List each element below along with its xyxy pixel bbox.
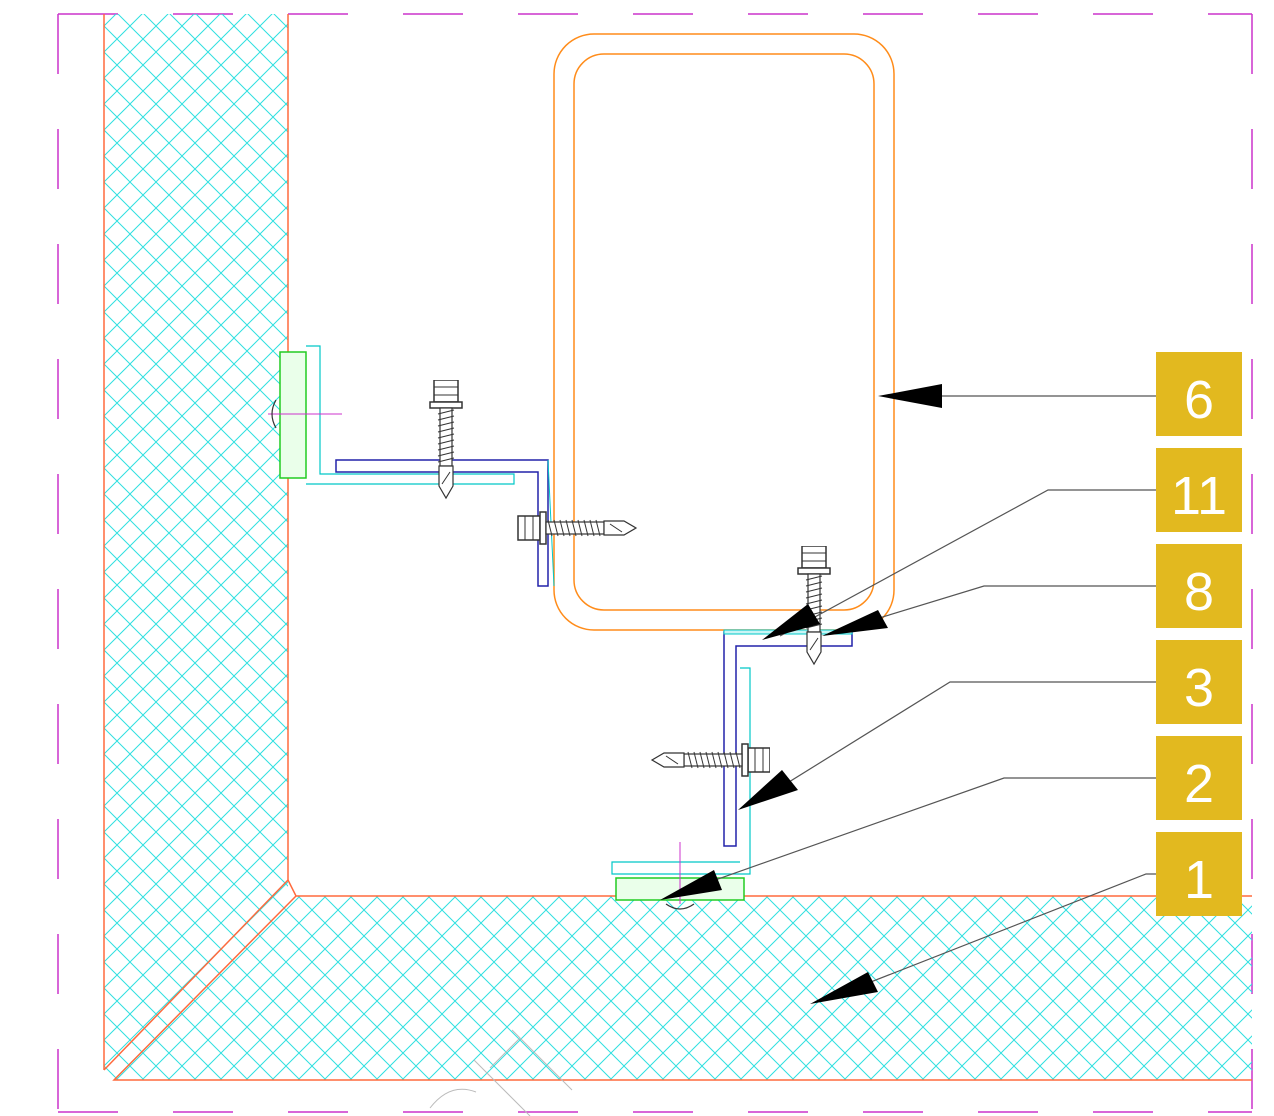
callout-label: 2 xyxy=(1184,754,1214,814)
steel-tube-6 xyxy=(553,33,895,631)
callout-label: 1 xyxy=(1184,850,1214,910)
callout-2: 2 xyxy=(1156,736,1242,820)
callout-label: 6 xyxy=(1184,370,1214,430)
callout-label: 11 xyxy=(1171,466,1227,526)
callout-6: 6 xyxy=(1156,352,1242,436)
upper-wall-bracket xyxy=(268,345,555,587)
callout-label: 8 xyxy=(1184,562,1214,622)
screw-icon xyxy=(429,380,463,499)
callout-11: 11 xyxy=(1156,448,1242,532)
callout-1: 1 xyxy=(1156,832,1242,916)
drawing-border xyxy=(57,13,1253,1113)
insulated-panel-1 xyxy=(103,14,1252,1081)
screw-icon xyxy=(651,743,770,777)
screw-icon xyxy=(517,511,637,545)
callout-label: 3 xyxy=(1184,658,1214,718)
watermark xyxy=(429,1029,573,1116)
lower-floor-bracket xyxy=(611,629,853,910)
callout-3: 3 xyxy=(1156,640,1242,724)
arrowhead-icon xyxy=(660,384,942,1004)
callout-8: 8 xyxy=(1156,544,1242,628)
leader-lines xyxy=(669,395,1156,999)
